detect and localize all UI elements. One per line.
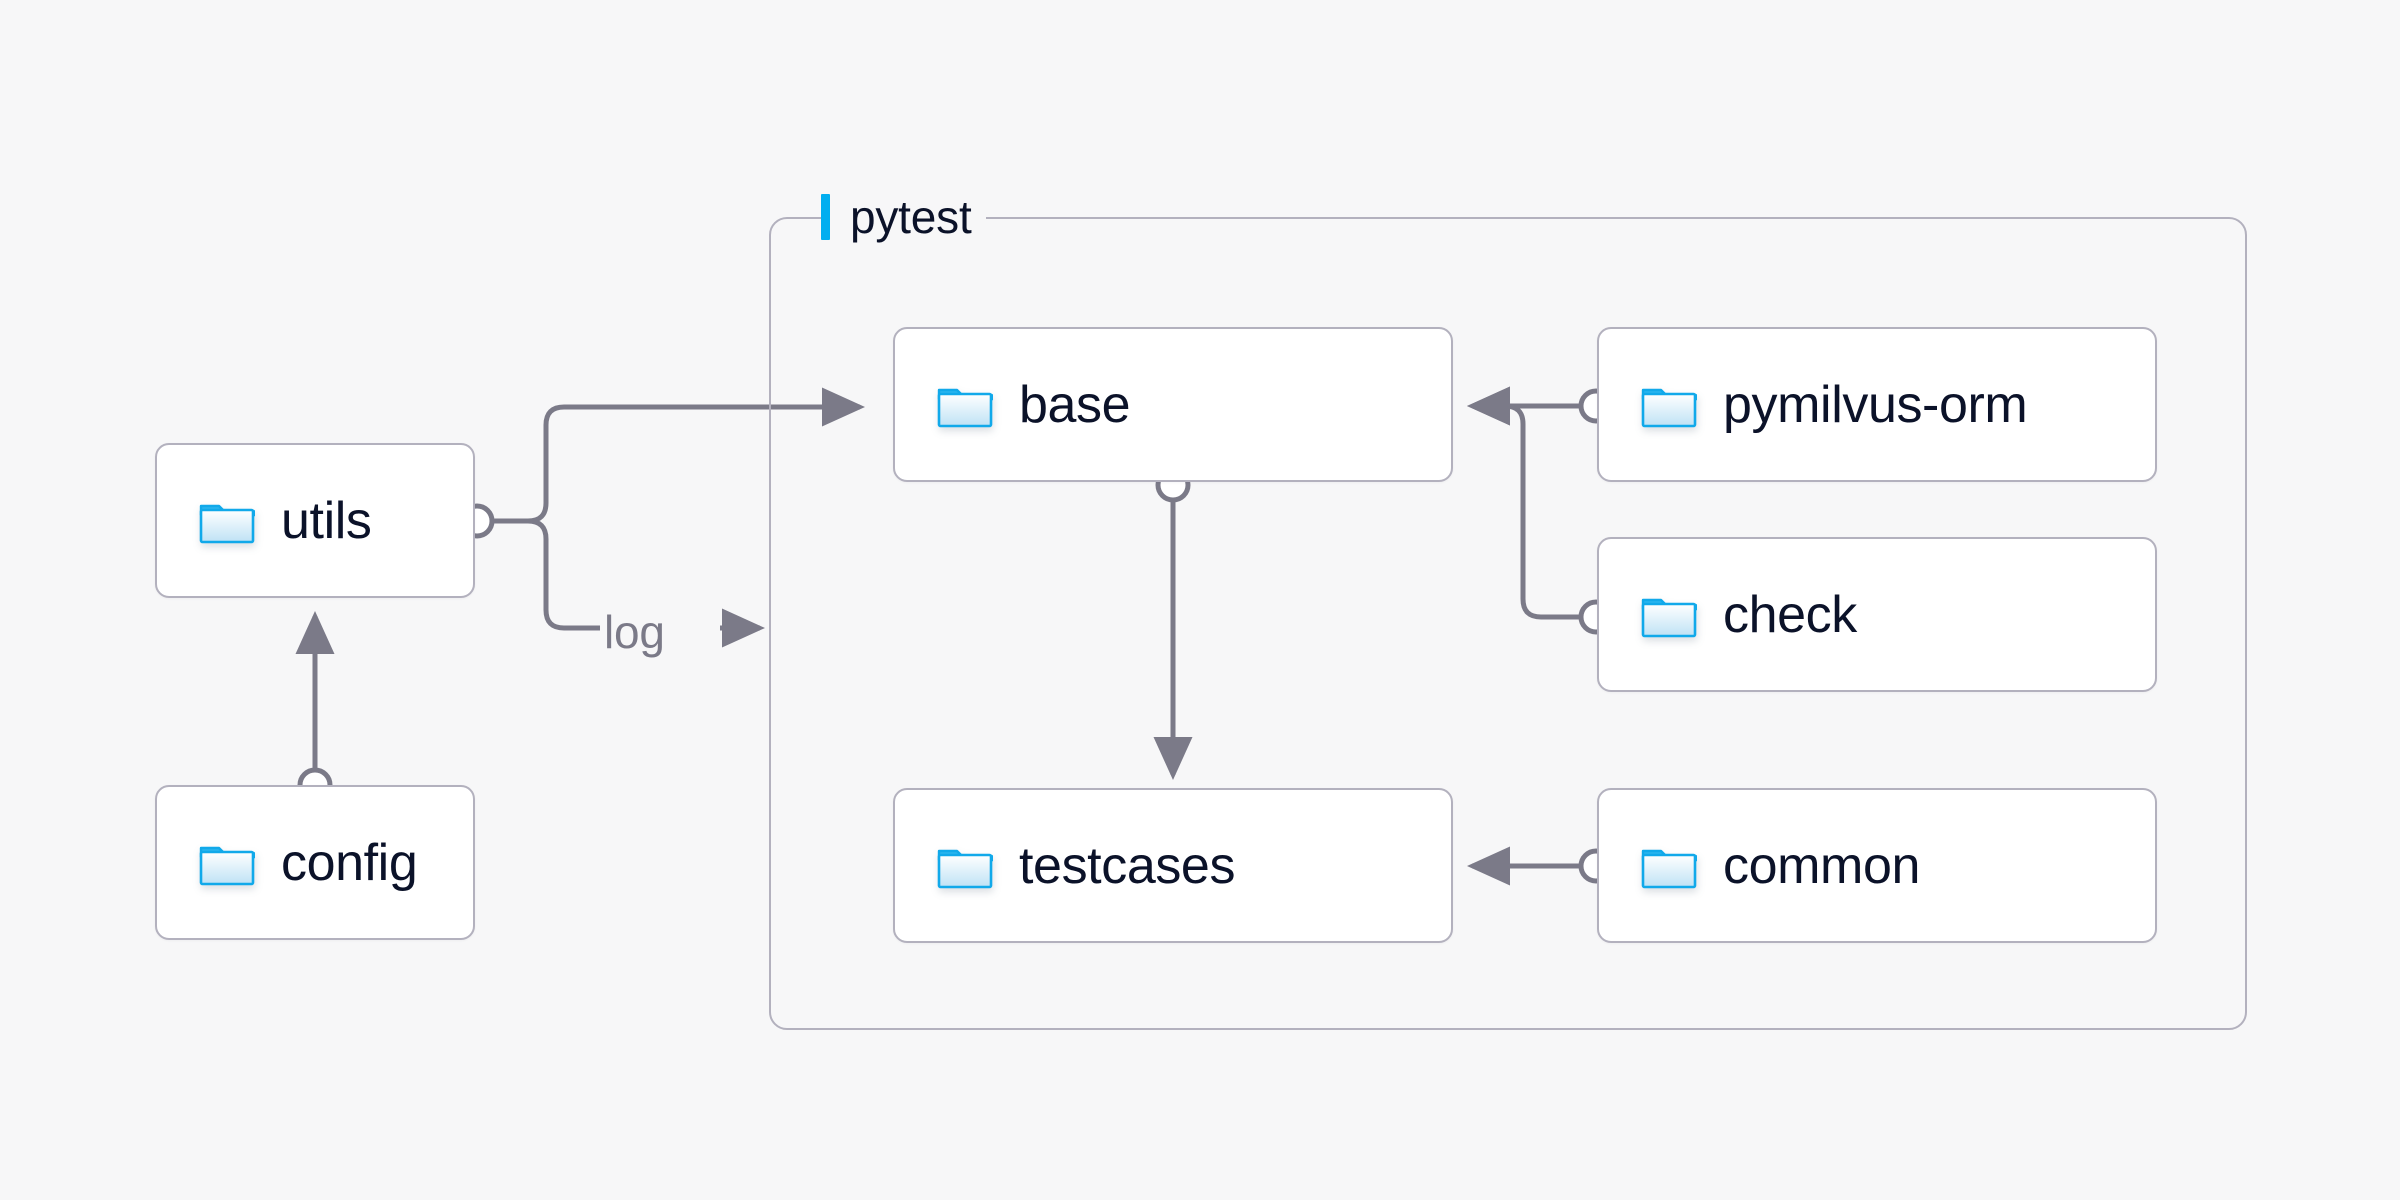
folder-icon	[937, 843, 995, 889]
folder-icon	[937, 382, 995, 428]
node-common[interactable]: common	[1597, 788, 2157, 943]
folder-icon	[199, 840, 257, 886]
group-title-pytest: pytest	[821, 189, 986, 245]
folder-icon	[1641, 843, 1699, 889]
folder-icon	[1641, 592, 1699, 638]
group-accent-bar	[821, 194, 830, 240]
node-label-testcases: testcases	[1019, 836, 1236, 895]
group-container-pytest[interactable]	[769, 217, 2247, 1030]
node-label-config: config	[281, 833, 418, 892]
folder-icon	[1641, 382, 1699, 428]
node-utils[interactable]: utils	[155, 443, 475, 598]
node-label-check: check	[1723, 585, 1857, 644]
node-label-utils: utils	[281, 491, 372, 550]
edge-label-log: log	[604, 606, 665, 658]
group-title-label: pytest	[850, 191, 972, 243]
edge-utils-to-log	[492, 518, 600, 631]
node-testcases[interactable]: testcases	[893, 788, 1453, 943]
node-base[interactable]: base	[893, 327, 1453, 482]
folder-icon	[199, 498, 257, 544]
node-label-pymilvus-orm: pymilvus-orm	[1723, 375, 2028, 434]
node-config[interactable]: config	[155, 785, 475, 940]
node-pymilvus-orm[interactable]: pymilvus-orm	[1597, 327, 2157, 482]
node-label-common: common	[1723, 836, 1920, 895]
node-label-base: base	[1019, 375, 1131, 434]
node-check[interactable]: check	[1597, 537, 2157, 692]
